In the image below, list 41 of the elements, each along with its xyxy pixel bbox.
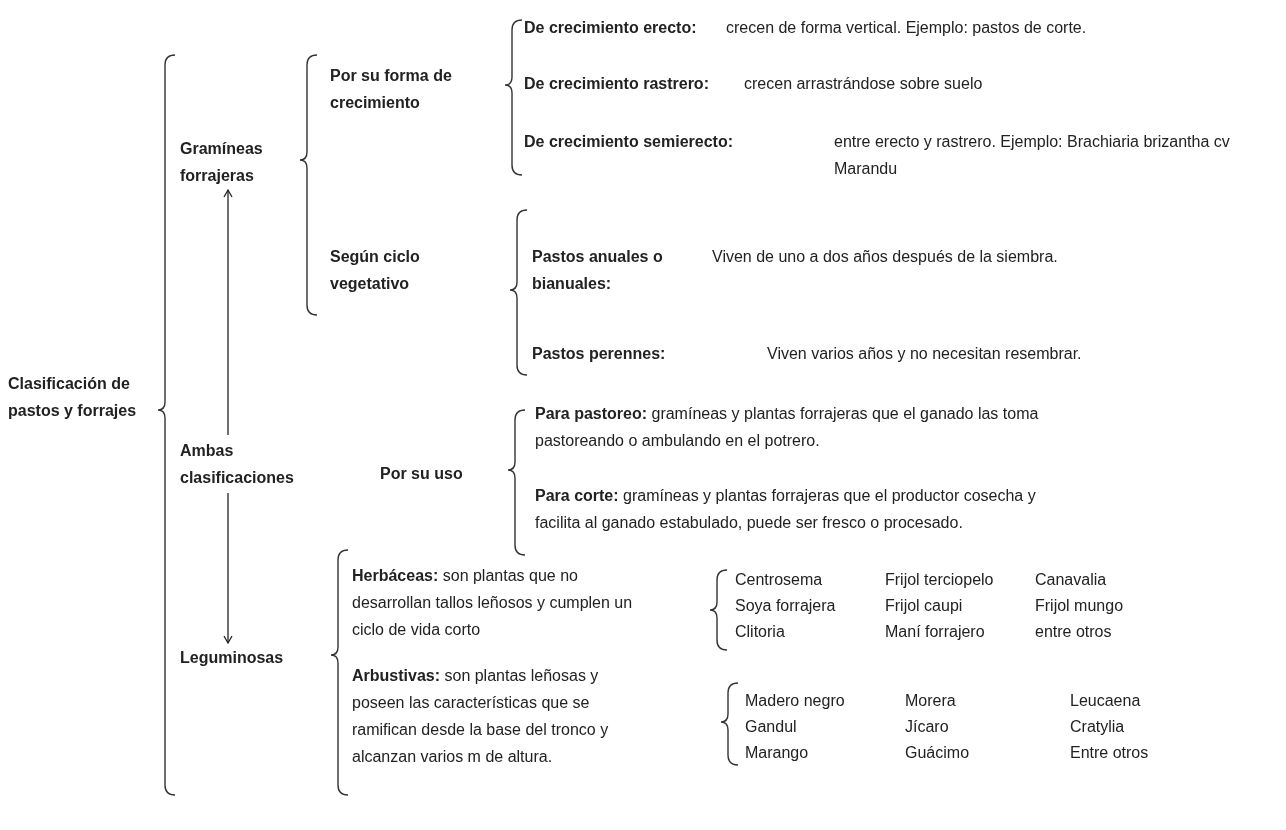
plant-name: Centrosema xyxy=(735,570,823,590)
plant-name: Madero negro xyxy=(745,691,845,711)
plant-name: Clitoria xyxy=(735,622,785,642)
description-text: Viven varios años y no necesitan resembrar. xyxy=(767,344,1082,364)
description-text: Para pastoreo: gramíneas y plantas forrajeras que el ganado las toma pastoreando o ambulando en el potrero. xyxy=(535,400,1080,454)
arrow xyxy=(223,492,233,644)
plant-name: Canavalia xyxy=(1035,570,1107,590)
subcategory-heading: Por su forma de crecimiento xyxy=(330,62,470,116)
plant-name: Frijol terciopelo xyxy=(885,570,994,590)
plant-name: Maní forrajero xyxy=(885,622,985,642)
plant-name: Frijol caupi xyxy=(885,596,963,616)
subcategory-heading: Por su uso xyxy=(380,460,490,487)
description-text: Viven de uno a dos años después de la siembra. xyxy=(712,247,1058,267)
root-topic: Clasificación de pastos y forrajes xyxy=(8,370,148,424)
plant-name: Cratylia xyxy=(1070,717,1125,737)
term-heading: De crecimiento semierecto: xyxy=(524,132,734,152)
plant-name: entre otros xyxy=(1035,622,1112,642)
plant-name: Frijol mungo xyxy=(1035,596,1124,616)
plant-name: Entre otros xyxy=(1070,743,1149,763)
description-text: crecen arrastrándose sobre suelo xyxy=(744,74,983,94)
description-text: Para corte: gramíneas y plantas forrajeras que el productor cosecha y facilita al ganado estabulado, puede ser fresco o procesado. xyxy=(535,482,1080,536)
plant-name: Marango xyxy=(745,743,809,763)
plant-name: Morera xyxy=(905,691,956,711)
category-heading: Gramíneas forrajeras xyxy=(180,135,295,189)
subcategory-heading: Según ciclo vegetativo xyxy=(330,243,480,297)
description-text: Herbáceas: son plantas que no desarrollan tallos leñosos y cumplen un ciclo de vida corto xyxy=(352,562,657,643)
plant-name: Jícaro xyxy=(905,717,949,737)
arrow xyxy=(223,189,233,436)
plant-name: Soya forrajera xyxy=(735,596,836,616)
term-heading: Pastos perennes: xyxy=(532,344,667,364)
term-heading: De crecimiento rastrero: xyxy=(524,74,710,94)
description-text: entre erecto y rastrero. Ejemplo: Brachiaria brizantha cv Marandu xyxy=(834,132,1231,179)
description-text: Arbustivas: son plantas leñosas y poseen las características que se ramifican desde la base del tronco y alcanzan varios m de altura. xyxy=(352,662,652,770)
term-heading: Pastos anuales o bianuales: xyxy=(532,247,664,294)
category-heading: Ambas clasificaciones xyxy=(180,437,330,491)
term-heading: De crecimiento erecto: xyxy=(524,18,698,38)
plant-name: Leucaena xyxy=(1070,691,1141,711)
plant-name: Gandul xyxy=(745,717,797,737)
plant-name: Guácimo xyxy=(905,743,970,763)
description-text: crecen de forma vertical. Ejemplo: pastos de corte. xyxy=(726,18,1087,38)
category-heading: Leguminosas xyxy=(180,644,320,671)
